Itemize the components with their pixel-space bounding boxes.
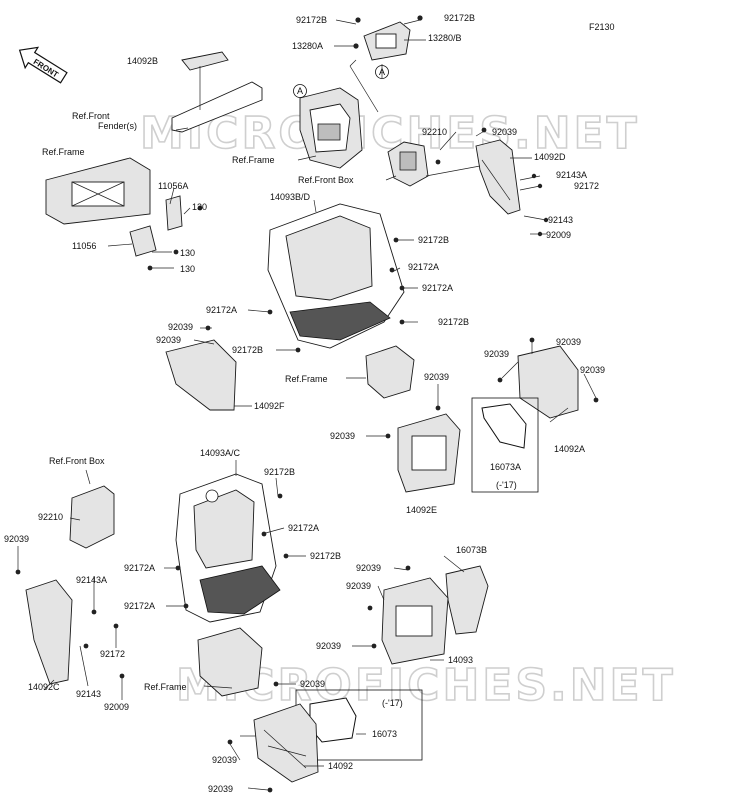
label-14093: 14093 [448,655,473,665]
label-17-a: (-'17) [496,480,517,490]
leader-lines [17,19,597,791]
label-92172A-d: 92172A [288,523,319,533]
label-ref-front-fender-text: Ref.Front [72,111,110,121]
part-14092E [397,413,461,493]
label-92039-h: 92039 [330,431,355,441]
label-11056: 11056 [72,241,96,251]
label-14093BD: 14093B/D [270,192,311,202]
label-92210-left: 92210 [38,512,63,522]
label-14092A: 14092A [554,444,585,454]
part-14092F [165,339,237,411]
bolt-dots [15,15,599,793]
label-11056A: 11056A [158,181,188,191]
label-92172B-top-left: 92172B [296,15,327,25]
part-14093BD [267,203,405,349]
label-130-c: 130 [180,264,195,274]
label-92172B-d: 92172B [232,345,263,355]
label-92039-o: 92039 [208,784,233,794]
part-14092C [25,579,73,685]
label-92039-k: 92039 [346,581,371,591]
front-arrow-icon: FRONT [18,46,68,84]
part-14093 [381,577,449,665]
part-14092B [171,51,263,133]
label-17-b: (-'17) [382,698,403,708]
label-14092F: 14092F [254,401,285,411]
callout-a-mid: A [293,84,307,98]
part-frame-center [365,345,415,399]
part-frame-lower [197,627,263,697]
part-front-box-top [387,141,429,187]
label-92172B-f: 92172B [310,551,341,561]
part-labels: 92172B 92172B 13280A 13280/B 14092B Ref.… [4,13,605,794]
label-92143A-left: 92143A [76,575,107,585]
label-16073A: 16073A [490,462,521,472]
label-14093AC: 14093A/C [200,448,241,458]
part-16073B [445,565,489,635]
label-92039-m: 92039 [300,679,325,689]
part-14092A [517,345,579,419]
label-14092C: 14092C [28,682,60,692]
label-92172B-top-right: 92172B [444,13,475,23]
part-11056 [129,195,183,257]
label-13280B: 13280/B [428,33,462,43]
label-92172B-e: 92172B [264,467,295,477]
label-92009-top: 92009 [546,230,571,240]
label-14092: 14092 [328,761,353,771]
label-ref-front-fender-line-1: Fender(s) [98,121,137,131]
part-front-box-left [69,485,115,549]
label-13280A: 13280A [292,41,323,51]
label-92210-top: 92210 [422,127,447,137]
part-16073A-box [471,397,539,493]
label-92039-b: 92039 [168,322,193,332]
label-14092D: 14092D [534,152,566,162]
label-92172A-f: 92172A [124,601,155,611]
label-92172A-b: 92172A [422,283,453,293]
label-92039-n: 92039 [212,755,237,765]
label-ref-front-box-left: Ref.Front Box [49,456,105,466]
label-16073: 16073 [372,729,397,739]
label-92172B-b: 92172B [418,235,449,245]
part-frame-left [45,157,151,225]
part-13280 [363,21,411,61]
label-92039-l: 92039 [316,641,341,651]
label-92172A-a: 92172A [408,262,439,272]
callout-a-mid-label: A [297,86,303,96]
label-92172A-e: 92172A [124,563,155,573]
figure-code: F2130 [589,22,615,32]
label-16073B: 16073B [456,545,487,555]
label-92039-i: 92039 [4,534,29,544]
label-92039-e: 92039 [484,349,509,359]
part-frame-bracket-top [299,87,363,169]
part-14092D [475,139,521,215]
label-14092B: 14092B [127,56,158,66]
label-92143A-top: 92143A [556,170,587,180]
label-92172-left: 92172 [100,649,125,659]
label-92172B-c: 92172B [438,317,469,327]
label-92172A-c: 92172A [206,305,237,315]
label-ref-front-box-top: Ref.Front Box [298,175,354,185]
part-14093AC [175,473,281,623]
label-92143-top: 92143 [548,215,573,225]
label-92039-g: 92039 [424,372,449,382]
label-92039-d: 92039 [556,337,581,347]
label-130-a: 130 [192,202,207,212]
label-ref-frame-center: Ref.Frame [285,374,328,384]
label-ref-front-fender: Ref.Front Fender(s) [72,111,137,131]
label-92143-left: 92143 [76,689,101,699]
label-92009-left: 92009 [104,702,129,712]
label-ref-frame-top: Ref.Frame [232,155,275,165]
label-92039-top: 92039 [492,127,517,137]
label-ref-frame-lower: Ref.Frame [144,682,187,692]
label-92039-j: 92039 [356,563,381,573]
part-14092 [253,703,319,783]
label-92172-top: 92172 [574,181,599,191]
label-92039-f: 92039 [580,365,605,375]
label-14092E: 14092E [406,505,437,515]
label-92039-c: 92039 [156,335,181,345]
label-130-b: 130 [180,248,195,258]
label-ref-frame-left: Ref.Frame [42,147,85,157]
